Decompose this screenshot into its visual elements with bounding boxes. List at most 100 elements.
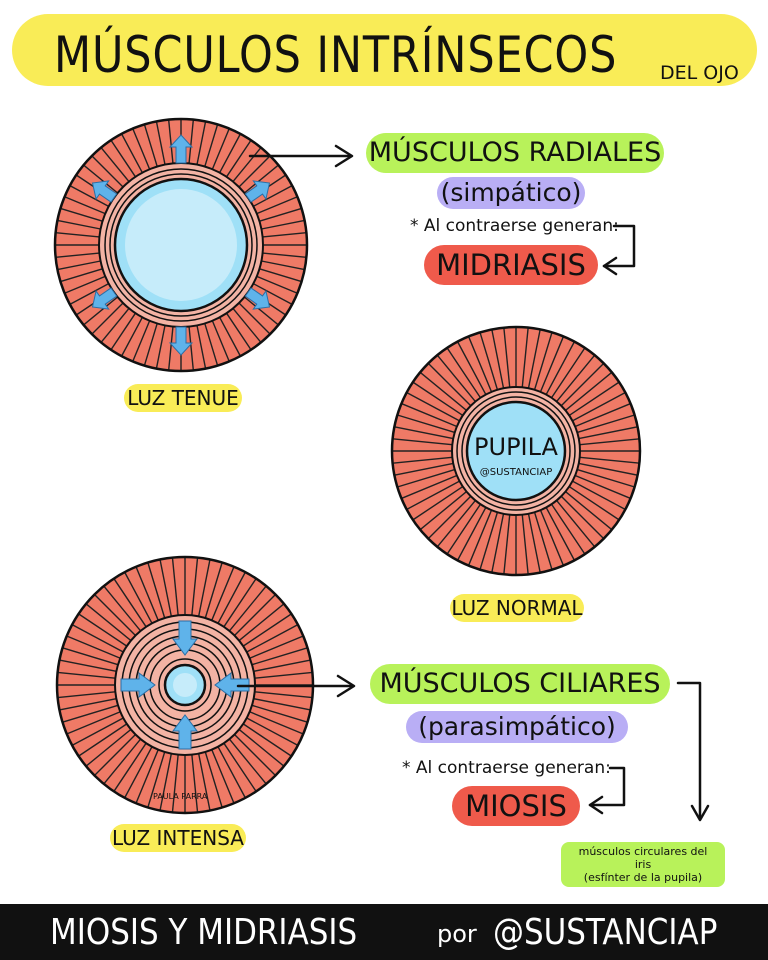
arrow-out-icon bbox=[244, 287, 271, 310]
muscle-fibre bbox=[171, 557, 179, 616]
muscle-fibre bbox=[159, 559, 173, 617]
muscle-fibre bbox=[83, 164, 119, 194]
muscle-fibre bbox=[419, 371, 467, 411]
muscle-fibre bbox=[167, 326, 174, 371]
muscle-fibre bbox=[143, 323, 158, 366]
arrow-out-icon bbox=[91, 287, 118, 310]
muscle-fibre bbox=[91, 302, 124, 335]
bracket-arrow-miosis bbox=[588, 766, 626, 807]
muscle-fibre bbox=[560, 362, 605, 407]
muscle-fibre bbox=[467, 509, 493, 566]
muscle-fibre bbox=[252, 283, 293, 306]
label-parasympathetic: (parasimpático) bbox=[406, 711, 628, 743]
muscle-fibre bbox=[503, 514, 511, 575]
muscle-fibre bbox=[64, 275, 106, 294]
muscle-fibre bbox=[120, 316, 143, 357]
muscle-fibre bbox=[55, 231, 100, 238]
muscle-fibre bbox=[225, 139, 252, 178]
muscle-fibre bbox=[234, 593, 277, 636]
muscle-fibre bbox=[479, 512, 499, 570]
muscle-fibre bbox=[217, 571, 246, 624]
muscle-fibre bbox=[159, 753, 173, 811]
note-contraction-ciliary: * Al contraerse generan: bbox=[402, 758, 611, 778]
muscle-fibre bbox=[57, 219, 101, 230]
muscle-fibre bbox=[412, 485, 464, 521]
footnote-circular-muscles: músculos circulares del iris (esfínter d… bbox=[561, 842, 725, 887]
muscle-fibre bbox=[394, 426, 454, 440]
muscle-fibre bbox=[228, 738, 267, 785]
footer-by: por bbox=[437, 920, 477, 948]
iris-outline bbox=[53, 117, 309, 373]
footer-bar: MIOSIS Y MIDRIASIS por @SUSTANCIAP bbox=[0, 904, 768, 960]
muscle-fibre bbox=[167, 119, 174, 164]
pupil-handle: @SUSTANCIAP bbox=[480, 467, 552, 478]
muscle-fibre bbox=[155, 121, 166, 165]
muscle-fibre bbox=[197, 559, 211, 617]
muscle-fibre bbox=[110, 312, 137, 351]
muscle-fibre bbox=[78, 613, 128, 647]
arrow-up-icon bbox=[168, 134, 194, 164]
muscle-fibre bbox=[572, 391, 626, 422]
muscle-fibre bbox=[57, 671, 116, 679]
muscle-fibre bbox=[232, 147, 262, 183]
muscle-fibre bbox=[427, 362, 472, 407]
label-ciliary-muscles: MÚSCULOS CILIARES bbox=[370, 664, 670, 704]
page-title: MÚSCULOS INTRÍNSECOS bbox=[54, 26, 618, 84]
muscle-fibre bbox=[427, 495, 472, 540]
muscle-fibre bbox=[467, 336, 493, 393]
muscle-fibre bbox=[135, 566, 159, 621]
pupil-label: PUPILA bbox=[474, 433, 559, 461]
title-banner: MÚSCULOS INTRÍNSECOS DEL OJO bbox=[12, 14, 757, 86]
muscle-fibre bbox=[397, 414, 455, 434]
muscle-fibre bbox=[103, 585, 142, 632]
muscle-fibre bbox=[503, 327, 511, 388]
muscle-fibre bbox=[527, 329, 541, 389]
muscle-fibre bbox=[249, 711, 304, 735]
muscle-fibre bbox=[446, 503, 482, 555]
muscle-fibre bbox=[446, 347, 482, 399]
muscle-fibre bbox=[252, 184, 293, 207]
muscle-fibre bbox=[456, 507, 487, 561]
muscle-fibre bbox=[219, 316, 242, 357]
muscle-fibre bbox=[397, 468, 455, 488]
muscle-fibre bbox=[238, 302, 271, 335]
label-midriasis: MIDRIASIS bbox=[424, 245, 598, 285]
muscle-fibre bbox=[204, 323, 219, 366]
muscle-fibre bbox=[71, 624, 124, 653]
muscle-fibre bbox=[254, 691, 313, 699]
pupil-normal bbox=[465, 400, 567, 502]
arrow-in-icon bbox=[172, 620, 198, 656]
muscle-fibre bbox=[392, 456, 453, 464]
muscle-fibre bbox=[196, 325, 207, 369]
muscle-fibre bbox=[246, 717, 299, 746]
arrow-in-icon bbox=[214, 672, 250, 698]
muscle-fibre bbox=[565, 491, 613, 531]
muscle-fibre bbox=[66, 635, 121, 659]
muscle-fibre bbox=[491, 513, 505, 573]
muscle-fibre bbox=[120, 133, 143, 174]
muscle-fibre bbox=[568, 381, 620, 417]
muscle-fibre bbox=[521, 327, 529, 388]
outward-arrows bbox=[91, 134, 271, 356]
muscle-fibre bbox=[579, 438, 640, 446]
muscle-fibre bbox=[211, 128, 230, 170]
muscle-fibre bbox=[143, 124, 158, 167]
muscle-fibre bbox=[545, 341, 576, 395]
arrow-out-icon bbox=[91, 180, 118, 203]
muscle-fibre bbox=[259, 207, 302, 222]
muscle-fibre bbox=[251, 647, 308, 666]
muscle-fibre bbox=[103, 738, 142, 785]
footer-title: MIOSIS Y MIDRIASIS bbox=[50, 912, 358, 953]
muscle-fibre bbox=[256, 275, 298, 294]
muscle-fibre bbox=[191, 754, 199, 813]
muscle-fibre bbox=[64, 196, 106, 215]
muscle-fibre bbox=[211, 749, 235, 804]
muscle-fibre bbox=[113, 578, 147, 628]
muscle-fibre bbox=[188, 119, 195, 164]
muscle-fibre bbox=[577, 468, 635, 488]
muscle-fibre bbox=[550, 503, 586, 555]
muscle-fibre bbox=[223, 742, 257, 792]
muscle-fibre bbox=[132, 128, 151, 170]
muscle-fibre bbox=[578, 426, 638, 440]
